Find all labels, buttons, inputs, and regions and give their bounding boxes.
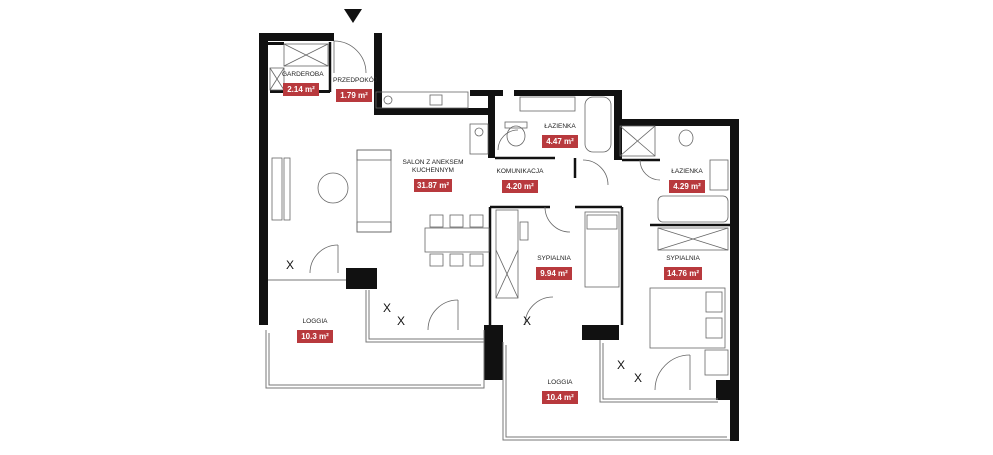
room-area-badge: 10.4 m² [542,391,578,404]
window-x-icon: X [286,258,295,272]
window-x-icon: X [397,314,406,328]
room-name: PRZEDPOKÓJ [333,77,378,84]
room-label-loggia-2: LOGGIA 10.4 m² [540,379,580,405]
room-area-badge: 4.20 m² [502,180,538,193]
interior-walls [328,42,730,325]
window-x-icon: X [634,371,643,385]
room-area-badge: 2.14 m² [283,83,319,96]
room-area-badge: 14.76 m² [663,267,703,280]
room-label-garderoba: GARDEROBA 2.14 m² [282,71,324,97]
room-label-sypialnia-2: SYPIALNIA 14.76 m² [660,255,706,281]
room-label-sypialnia-1: SYPIALNIA 9.94 m² [534,255,574,281]
room-area-badge: 9.94 m² [536,267,572,280]
room-name: ŁAZIENKA [671,168,703,175]
room-name-line1: SALON Z ANEKSEM [402,159,464,166]
room-label-komunikacja: KOMUNIKACJA 4.20 m² [495,168,545,194]
entrance-arrow-icon [344,9,362,23]
room-name: GARDEROBA [282,71,324,78]
room-label-loggia-1: LOGGIA 10.3 m² [295,318,335,344]
doors [309,40,691,391]
window-x-icon: X [383,301,392,315]
window-x-icon: X [617,358,626,372]
fixtures [269,43,729,376]
room-name: ŁAZIENKA [544,123,576,130]
room-name: SYPIALNIA [666,255,700,262]
loggia-railings [265,279,730,441]
room-area-badge: 31.87 m² [413,179,453,192]
outer-walls [259,33,739,441]
room-label-przedpokoj: PRZEDPOKÓJ 1.79 m² [333,77,378,103]
room-area-badge: 4.29 m² [669,180,705,193]
window-x-icon: X [523,314,532,328]
room-name: KOMUNIKACJA [496,168,544,175]
room-area-badge: 1.79 m² [336,89,372,102]
room-name: LOGGIA [547,379,573,386]
room-name: SYPIALNIA [537,255,571,262]
room-area-badge: 4.47 m² [542,135,578,148]
room-label-lazienka-1: ŁAZIENKA 4.47 m² [540,123,580,149]
room-area-badge: 10.3 m² [297,330,333,343]
room-label-salon: SALON Z ANEKSEM KUCHENNYM 31.87 m² [400,159,466,193]
room-name-line2: KUCHENNYM [412,167,454,174]
room-label-lazienka-2: ŁAZIENKA 4.29 m² [667,168,707,194]
room-name: LOGGIA [302,318,328,325]
